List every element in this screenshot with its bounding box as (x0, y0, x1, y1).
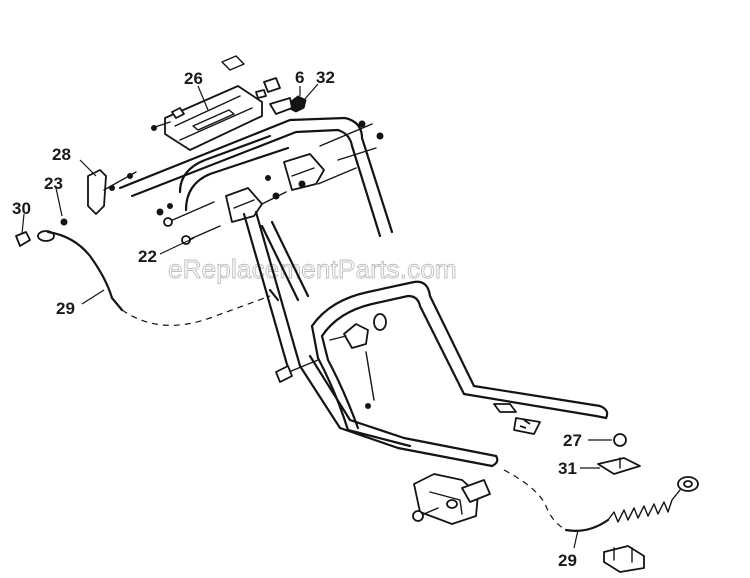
callout-22: 22 (138, 247, 157, 266)
callout-29-right: 29 (558, 551, 577, 570)
callout-6: 6 (295, 68, 304, 87)
callout-23: 23 (44, 174, 63, 193)
callout-labels: 26 6 32 28 23 30 22 29 27 31 29 (12, 68, 582, 570)
callout-32: 32 (316, 68, 335, 87)
watermark-text: eReplacementParts.com (168, 254, 457, 284)
callout-27: 27 (563, 431, 582, 450)
callout-29-left: 29 (56, 299, 75, 318)
upper-handle-assembly (15, 55, 394, 370)
leader-lines (21, 83, 612, 549)
callout-28: 28 (52, 145, 71, 164)
callout-26: 26 (184, 69, 203, 88)
callout-30: 30 (12, 199, 31, 218)
callout-31: 31 (558, 459, 577, 478)
lower-handle-assembly (275, 280, 699, 573)
